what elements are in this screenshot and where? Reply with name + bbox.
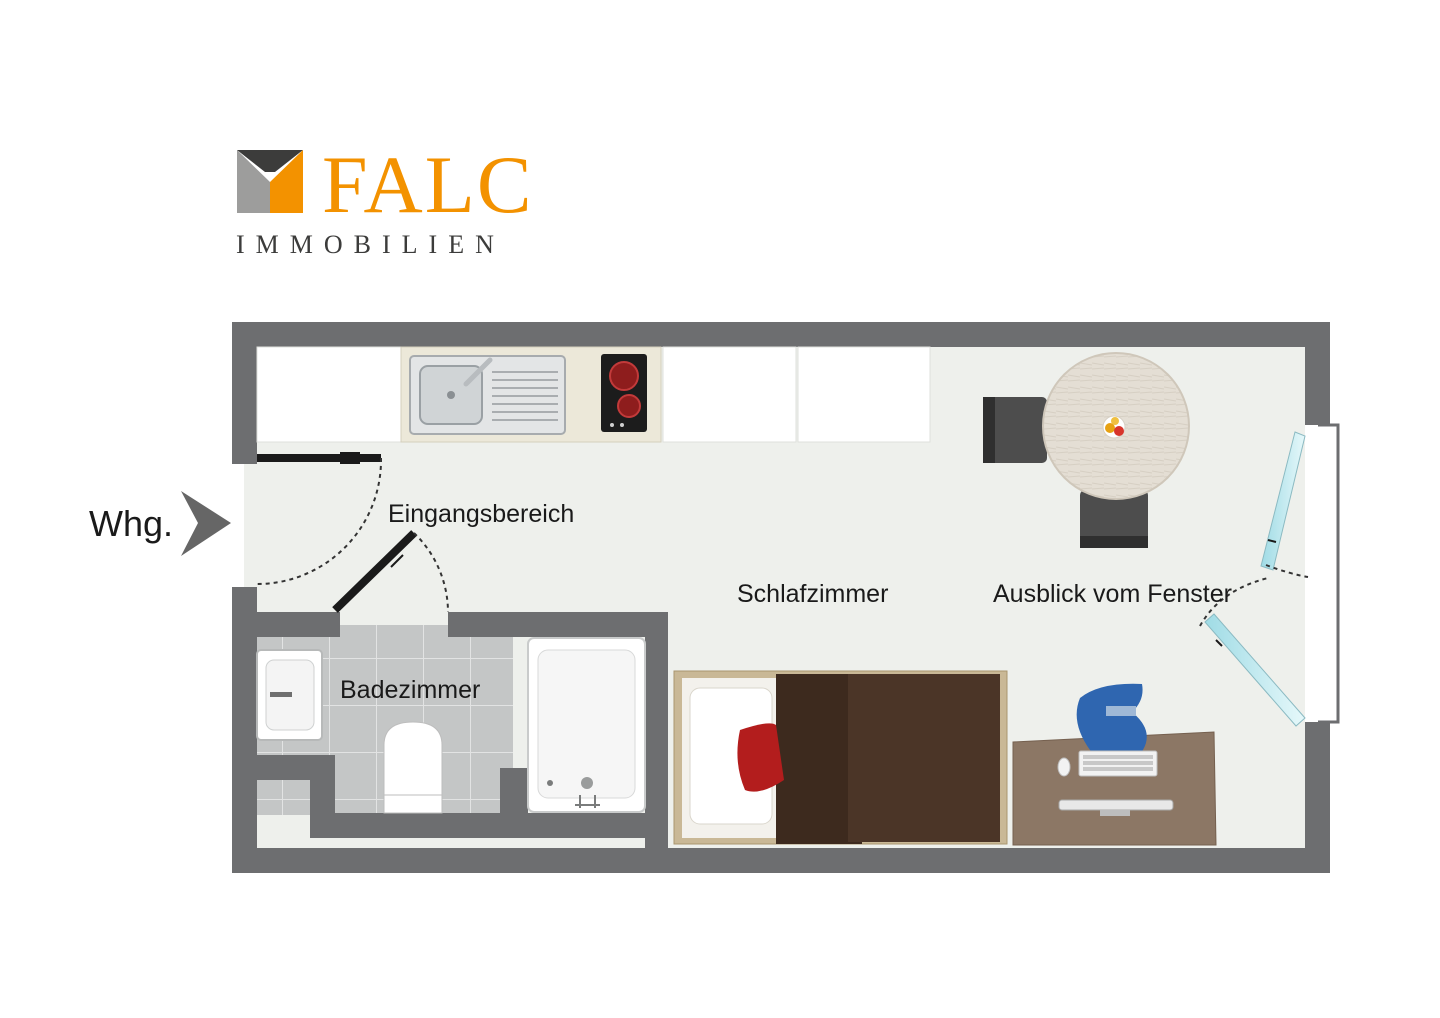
label-badezimmer: Badezimmer — [340, 676, 480, 704]
bed-icon — [673, 670, 1008, 845]
entry-arrow-icon — [181, 491, 231, 556]
falc-logo: FALC IMMOBILIEN — [236, 139, 534, 259]
cooktop-icon — [601, 354, 647, 432]
label-eingangsbereich: Eingangsbereich — [388, 500, 574, 528]
logo-mark-icon — [237, 150, 303, 213]
entry-door — [256, 452, 383, 585]
label-ausblick-vom-fenster: Ausblick vom Fenster — [993, 580, 1232, 608]
window-sashes — [1199, 431, 1309, 727]
dining-table-icon — [983, 352, 1190, 548]
washbasin-icon — [256, 649, 323, 741]
walls — [232, 322, 1330, 873]
window-frame — [1305, 423, 1340, 724]
bathtub-icon — [527, 637, 646, 813]
toilet-icon — [383, 721, 443, 814]
bathroom-door — [332, 530, 449, 613]
logo-tagline: IMMOBILIEN — [236, 230, 505, 259]
kitchen-counter — [256, 346, 931, 443]
entrance-label: Whg. — [89, 503, 173, 544]
sink-icon — [409, 355, 566, 435]
desk-icon — [1012, 683, 1217, 846]
label-schlafzimmer: Schlafzimmer — [737, 580, 888, 608]
logo-wordmark: FALC — [322, 139, 534, 230]
